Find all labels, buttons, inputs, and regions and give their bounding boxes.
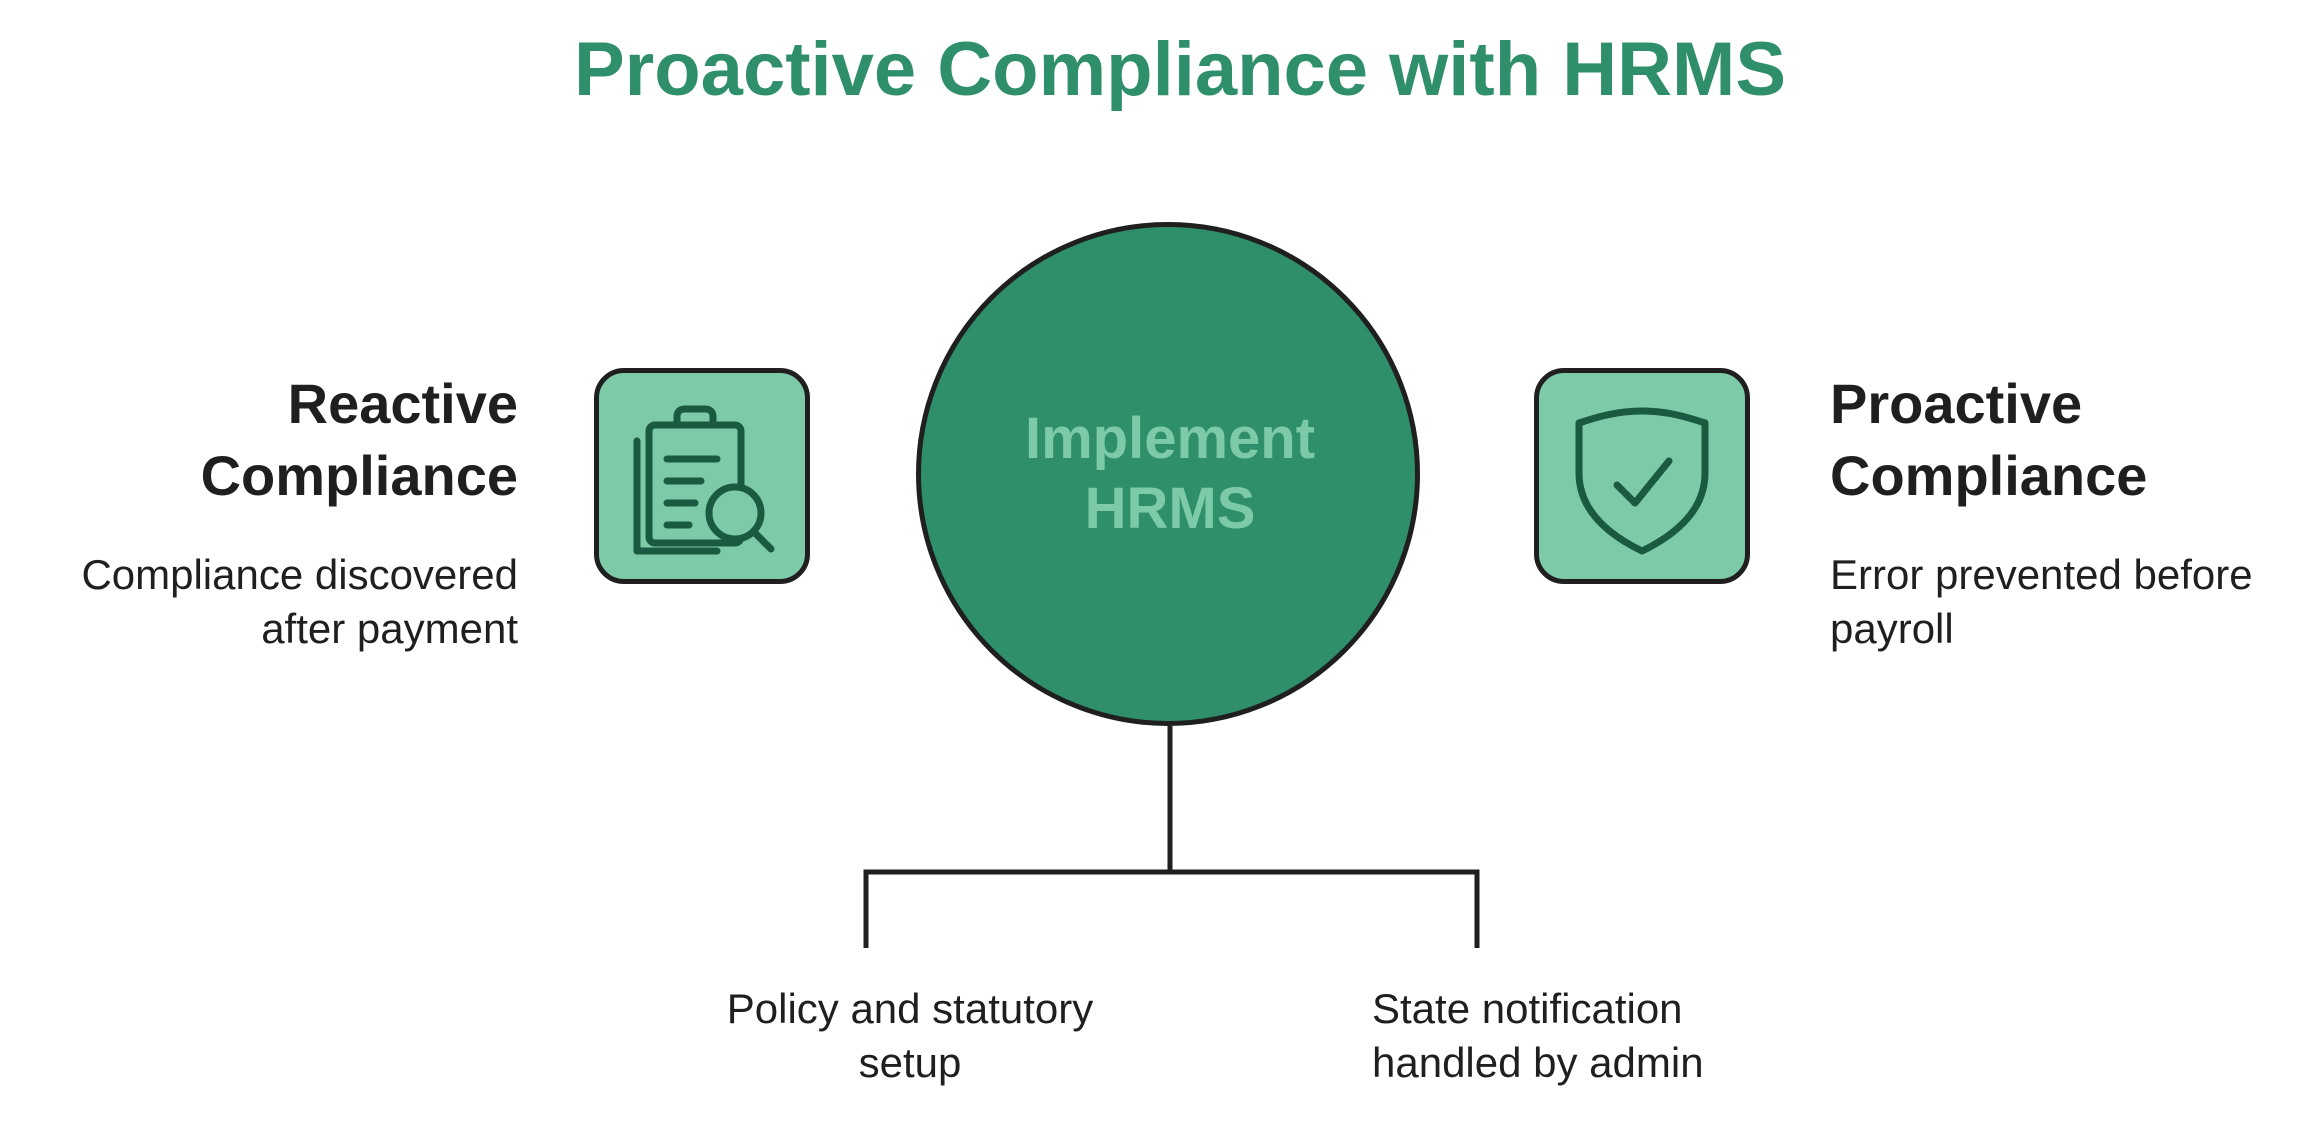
reactive-heading-line2: Compliance (200, 444, 518, 507)
branch-state-line2: handled by admin (1372, 1039, 1704, 1086)
center-node (916, 222, 1420, 726)
reactive-heading: Reactive Compliance (120, 368, 518, 512)
reactive-description: Compliance discovered after payment (20, 548, 518, 656)
proactive-icon-box (1534, 368, 1750, 584)
center-label-line1: Implement (1024, 406, 1316, 471)
reactive-desc-line1: Compliance discovered (81, 551, 518, 598)
proactive-heading: Proactive Compliance (1830, 368, 2290, 512)
reactive-desc-line2: after payment (261, 605, 518, 652)
reactive-icon-box (594, 368, 810, 584)
branch-line (863, 869, 1480, 948)
branch-state-line1: State notification (1372, 985, 1683, 1032)
proactive-desc-line2: payroll (1830, 605, 1954, 652)
proactive-description: Error prevented before payroll (1830, 548, 2300, 656)
branch-policy-line2: setup (858, 1039, 962, 1086)
branch-label-policy: Policy and statutory setup (690, 982, 1130, 1090)
center-node-label: Implement HRMS (960, 404, 1380, 544)
proactive-heading-line2: Compliance (1830, 444, 2148, 507)
shield-check-icon (1575, 407, 1709, 555)
branch-label-state: State notification handled by admin (1372, 982, 1792, 1090)
page-title: Proactive Compliance with HRMS (573, 27, 1787, 112)
reactive-heading-line1: Reactive (287, 372, 518, 435)
center-label-line2: HRMS (1084, 476, 1256, 541)
branch-policy-line1: Policy and statutory (726, 985, 1094, 1032)
clipboard-search-icon (633, 405, 775, 555)
proactive-heading-line1: Proactive (1830, 372, 2083, 435)
proactive-desc-line1: Error prevented before (1830, 551, 2253, 598)
